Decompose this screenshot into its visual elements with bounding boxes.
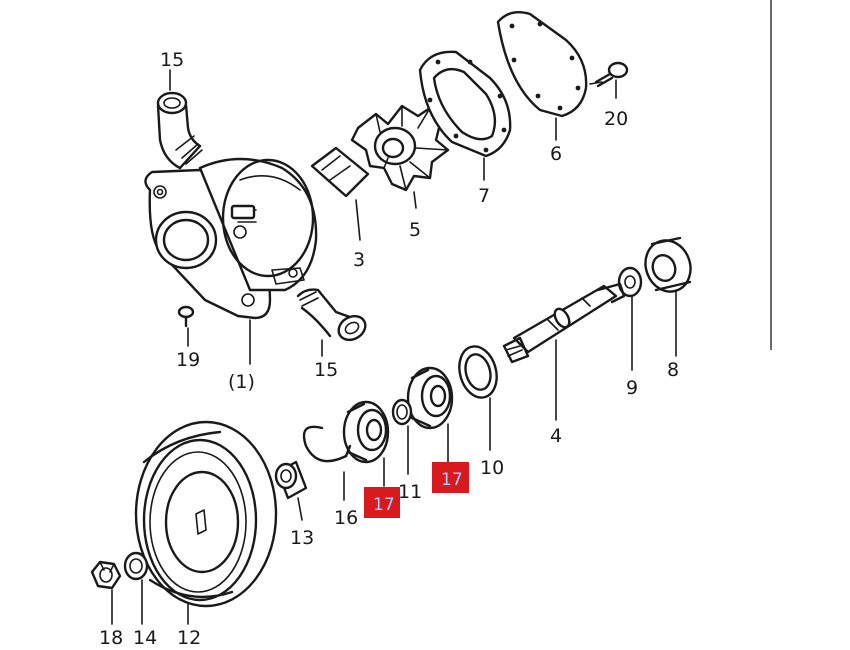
label-3: 3 — [353, 249, 365, 271]
label-8: 8 — [667, 359, 679, 381]
part-15-top-elbow-fitting — [156, 91, 203, 170]
part-16-circlip — [302, 425, 352, 463]
part-9-washer — [617, 266, 643, 298]
label-9: 9 — [626, 377, 638, 399]
label-15-top: 15 — [160, 49, 184, 71]
part-6-cover-plate — [496, 11, 588, 118]
part-11-snap-ring — [391, 398, 413, 426]
label-16: 16 — [334, 507, 358, 529]
part-18-nut — [90, 560, 122, 590]
part-7-gasket — [418, 50, 512, 158]
part-1-pump-body — [144, 157, 318, 320]
highlight-17-lower: 17 — [364, 487, 400, 518]
highlight-box-upper — [432, 462, 469, 493]
label-14: 14 — [133, 627, 157, 649]
part-20-screw — [589, 61, 629, 88]
part-8-oil-seal — [644, 236, 692, 293]
part-15-bottom-elbow-fitting — [296, 288, 367, 342]
label-6: 6 — [550, 143, 562, 165]
part-13-spacer — [274, 460, 308, 500]
highlight-box-lower — [364, 487, 400, 518]
label-20: 20 — [604, 108, 628, 130]
label-17-lower: 17 — [373, 495, 395, 515]
label-11: 11 — [398, 481, 422, 503]
label-19: 19 — [176, 349, 200, 371]
part-14-washer — [123, 551, 149, 581]
part-3-cam-plate — [310, 146, 370, 198]
label-18: 18 — [99, 627, 123, 649]
label-7: 7 — [478, 185, 490, 207]
label-4: 4 — [550, 425, 562, 447]
highlight-17-upper: 17 — [432, 462, 469, 493]
part-17-bearing-lower — [342, 400, 390, 464]
label-1: (1) — [228, 371, 255, 393]
label-10: 10 — [480, 457, 504, 479]
part-19-screw — [177, 305, 195, 328]
part-5-impeller — [350, 104, 450, 192]
part-12-pulley — [134, 420, 278, 608]
part-10-ring — [458, 345, 498, 399]
label-5: 5 — [409, 219, 421, 241]
part-17-bearing-upper — [406, 366, 454, 430]
label-15-bottom: 15 — [314, 359, 338, 381]
part-4-shaft — [502, 282, 626, 364]
label-12: 12 — [177, 627, 201, 649]
label-17-upper: 17 — [441, 470, 463, 490]
label-13: 13 — [290, 527, 314, 549]
